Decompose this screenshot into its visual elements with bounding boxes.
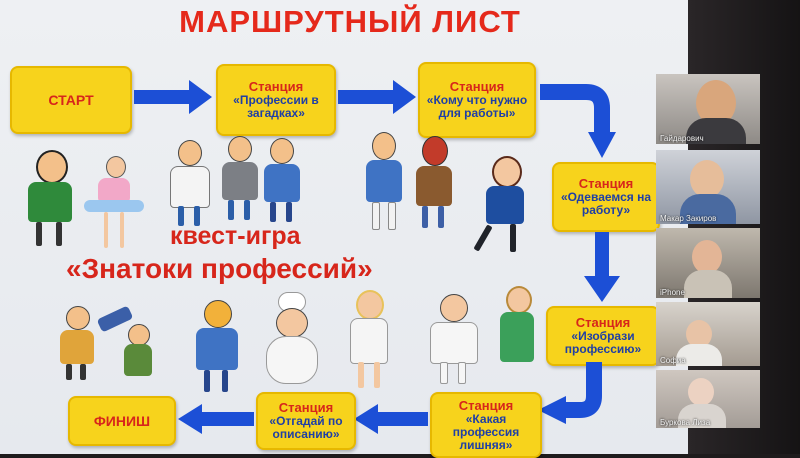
finish-label: ФИНИШ [93, 412, 151, 429]
scientist-figure [58, 302, 98, 382]
station-name: «Профессии в загадках» [233, 93, 319, 120]
arrow-right-icon [338, 80, 416, 114]
ballerina-figure [84, 156, 144, 256]
quest-title: «Знатоки профессий» [66, 253, 373, 284]
hairdresser-figure [470, 150, 538, 256]
station-label: Станция [278, 400, 334, 415]
arrow-right-icon [134, 80, 212, 114]
station-label: Станция [578, 176, 634, 191]
arrow-left-icon [354, 404, 428, 434]
arrow-down-icon [584, 232, 620, 302]
doctor-figure [424, 294, 484, 384]
start-label: СТАРТ [48, 91, 94, 108]
participant-name: Макар Закиров [660, 214, 717, 223]
finish-box: ФИНИШ [68, 396, 176, 446]
station-name: «Кому что нужно для работы» [426, 93, 528, 120]
station-box-5: Станция «Какая профессия лишняя» [430, 392, 542, 458]
video-tile[interactable]: Гайдарович [656, 74, 760, 144]
participant-name: Гайдарович [660, 134, 704, 143]
station-box-3: Станция «Одеваемся на работу» [552, 162, 660, 232]
participant-name: Софиа [660, 356, 686, 365]
station-box-1: Станция «Профессии в загадках» [216, 64, 336, 136]
welder-figure [412, 136, 456, 232]
cleaner-figure [344, 288, 392, 392]
video-tile[interactable]: Софиа [656, 302, 760, 366]
builder-figure [190, 300, 244, 394]
start-box: СТАРТ [10, 66, 132, 134]
presentation-slide: МАРШРУТНЫЙ ЛИСТ СТАРТ Станция «Профессии… [0, 0, 688, 458]
arrow-turn-left-icon [538, 362, 602, 424]
artist-figure [22, 150, 82, 250]
station-label: Станция [458, 397, 514, 413]
station-name: «Какая профессия лишняя» [452, 411, 520, 452]
video-tile[interactable]: Макар Закиров [656, 150, 760, 224]
station-box-2: Станция «Кому что нужно для работы» [418, 62, 536, 138]
astronomer-figure [96, 300, 156, 382]
teacher-figure [494, 284, 542, 370]
station-label: Станция [449, 79, 505, 94]
mechanic-figure [218, 130, 262, 222]
participant-name: iPhone [660, 288, 685, 297]
station-label: Станция [248, 79, 304, 94]
video-tile[interactable]: Буркова Лиза [656, 370, 760, 428]
video-participants-panel[interactable]: Гайдарович Макар Закиров iPhone Софиа Бу… [656, 74, 760, 454]
chef-figure [262, 292, 320, 392]
video-tile[interactable]: iPhone [656, 228, 760, 298]
station-name: «Отгадай по описанию» [269, 414, 343, 441]
station-name: «Одеваемся на работу» [560, 190, 652, 217]
quest-subtitle: квест-игра [170, 222, 301, 250]
participant-name: Буркова Лиза [660, 418, 711, 427]
station-name: «Изобрази профессию» [564, 329, 642, 356]
architect-figure [166, 136, 214, 228]
station-box-4: Станция «Изобрази профессию» [546, 306, 660, 366]
slide-title: МАРШРУТНЫЙ ЛИСТ [179, 4, 521, 39]
worker-figure [260, 134, 304, 224]
station-label: Станция [575, 315, 631, 330]
arrow-turn-down-icon [540, 84, 616, 158]
station-box-6: Станция «Отгадай по описанию» [256, 392, 356, 450]
arrow-left-icon [178, 404, 254, 434]
carpenter-figure [362, 128, 406, 232]
